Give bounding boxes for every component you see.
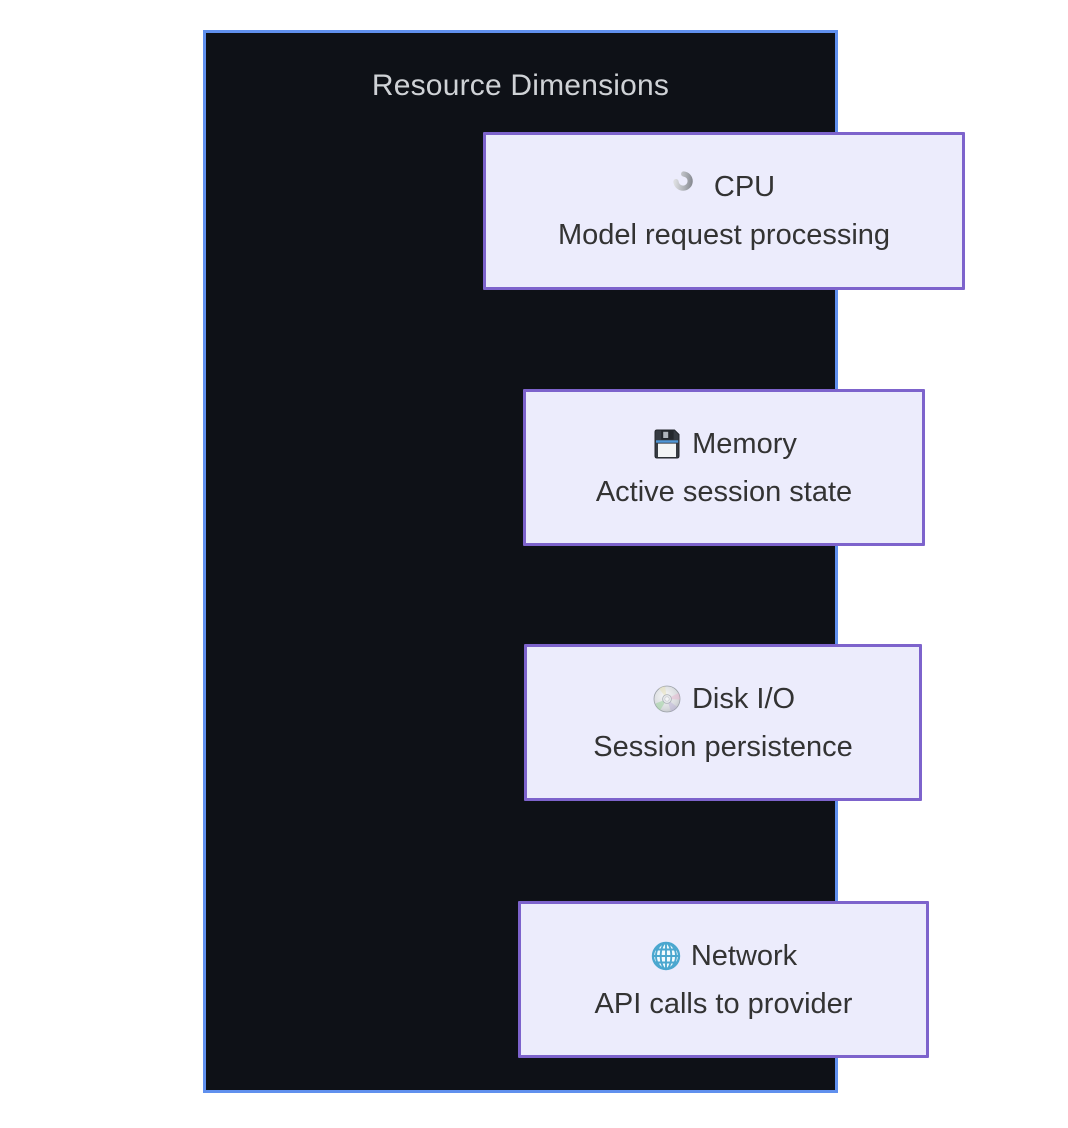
node-cpu-label: CPU [713, 171, 776, 203]
floppy-disk-icon [651, 428, 683, 460]
resource-dimensions-subgraph: Resource Dimensions [203, 30, 965, 1093]
node-network-header: Network [650, 932, 797, 980]
node-network-description: API calls to provider [594, 987, 853, 1020]
node-memory-description: Active session state [595, 475, 853, 508]
wrench-icon [673, 171, 705, 203]
node-network: Network API calls to provider [518, 901, 929, 1058]
subgraph-title: Resource Dimensions [371, 69, 670, 102]
cd-disc-icon [651, 683, 683, 715]
node-disk-io-label: Disk I/O [691, 682, 796, 715]
globe-icon [650, 940, 682, 972]
node-network-label: Network [690, 939, 798, 972]
node-memory: Memory Active session state [523, 389, 925, 546]
node-memory-header: Memory [651, 420, 797, 468]
node-disk-io-header: Disk I/O [651, 675, 795, 723]
node-disk-io-description: Session persistence [593, 730, 853, 763]
node-cpu-description: Model request processing [557, 219, 891, 251]
node-cpu-header: CPU [673, 163, 775, 211]
node-disk-io: Disk I/O Session persistence [524, 644, 922, 801]
node-memory-label: Memory [692, 427, 797, 460]
node-cpu: CPU Model request processing [483, 132, 965, 290]
